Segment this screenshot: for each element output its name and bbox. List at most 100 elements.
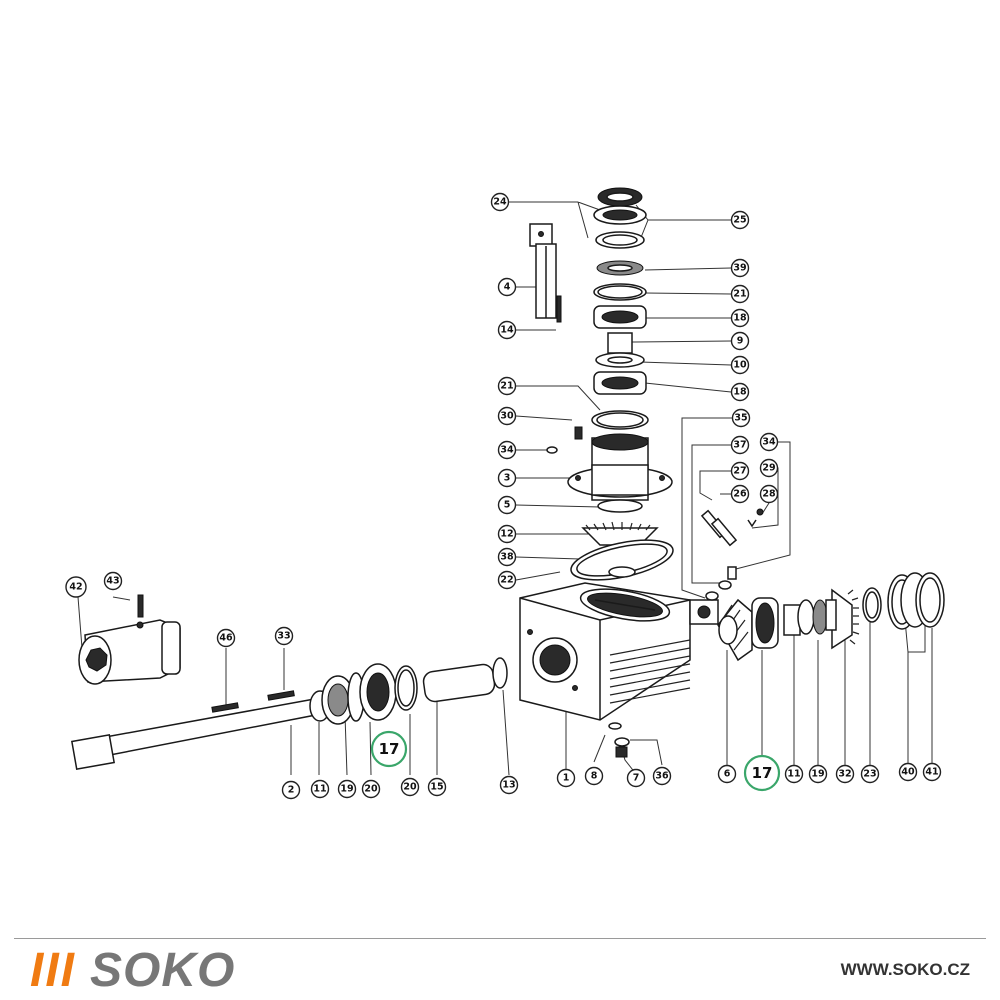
footer-divider: [14, 938, 986, 939]
svg-text:38: 38: [500, 552, 514, 563]
svg-text:23: 23: [863, 769, 876, 780]
callout-43: 43: [103, 571, 123, 591]
svg-text:22: 22: [500, 575, 513, 586]
callout-19-left: 19: [337, 779, 357, 799]
svg-text:29: 29: [762, 463, 775, 474]
svg-text:39: 39: [733, 263, 746, 274]
svg-text:19: 19: [811, 769, 824, 780]
callout-7: 7: [626, 768, 646, 788]
svg-text:24: 24: [493, 197, 507, 208]
callout-24: 24: [490, 192, 510, 212]
brand-name: SOKO: [90, 943, 236, 997]
svg-text:46: 46: [219, 633, 233, 644]
nut-38: [608, 566, 636, 578]
svg-text:34: 34: [500, 445, 514, 456]
svg-text:37: 37: [733, 440, 746, 451]
svg-text:20: 20: [403, 782, 417, 793]
callout-6: 6: [717, 764, 737, 784]
callout-1: 1: [556, 768, 576, 788]
svg-text:43: 43: [106, 576, 119, 587]
svg-text:15: 15: [430, 782, 443, 793]
callout-30: 30: [497, 406, 517, 426]
pin-4-assembly: [529, 223, 562, 323]
callout-36: 36: [652, 766, 672, 786]
callout-21-upper: 21: [730, 284, 750, 304]
callout-9: 9: [730, 331, 750, 351]
shim-5: [597, 499, 643, 513]
svg-text:13: 13: [502, 780, 515, 791]
callout-42: 42: [65, 576, 87, 598]
svg-text:11: 11: [787, 769, 800, 780]
spacer-9: [607, 332, 633, 354]
svg-text:10: 10: [733, 360, 747, 371]
svg-text:4: 4: [504, 282, 511, 293]
svg-text:21: 21: [733, 289, 746, 300]
svg-text:30: 30: [500, 411, 514, 422]
svg-text:33: 33: [277, 631, 290, 642]
svg-text:1: 1: [563, 773, 570, 784]
brand-bars-mark: III: [30, 943, 77, 997]
callout-35: 35: [731, 408, 751, 428]
callout-21-lower: 21: [497, 376, 517, 396]
svg-text:2: 2: [288, 785, 295, 796]
callout-18-lower: 18: [730, 382, 750, 402]
callout-12: 12: [497, 524, 517, 544]
callout-15: 15: [427, 777, 447, 797]
svg-text:7: 7: [633, 773, 640, 784]
callout-19-right: 19: [808, 764, 828, 784]
svg-text:17: 17: [752, 764, 773, 782]
callout-20-right: 20: [400, 777, 420, 797]
svg-text:40: 40: [901, 767, 915, 778]
svg-text:11: 11: [313, 784, 326, 795]
drain-plug-parts: [608, 722, 630, 758]
callout-27: 27: [730, 461, 750, 481]
shaft-2: [77, 697, 328, 761]
callout-40: 40: [898, 762, 918, 782]
callout-29: 29: [759, 458, 779, 478]
svg-text:6: 6: [724, 769, 731, 780]
svg-text:3: 3: [504, 473, 511, 484]
callout-23: 23: [860, 764, 880, 784]
callout-28: 28: [759, 484, 779, 504]
svg-text:18: 18: [733, 387, 747, 398]
callout-4: 4: [497, 277, 517, 297]
svg-text:19: 19: [340, 784, 353, 795]
callout-32: 32: [835, 764, 855, 784]
callout-13-left: 13: [499, 775, 519, 795]
sleeve-15: [422, 663, 496, 703]
callout-33: 33: [274, 626, 294, 646]
callout-11-right: 11: [784, 764, 804, 784]
svg-text:34: 34: [762, 437, 776, 448]
svg-text:20: 20: [364, 784, 378, 795]
callout-18-upper: 18: [730, 308, 750, 328]
svg-text:26: 26: [733, 489, 747, 500]
svg-text:12: 12: [500, 529, 513, 540]
callout-25: 25: [730, 210, 750, 230]
svg-text:5: 5: [504, 500, 511, 511]
website-url[interactable]: WWW.SOKO.CZ: [840, 960, 970, 979]
gearbox-housing-1: [519, 582, 719, 721]
callout-10: 10: [730, 355, 750, 375]
callout-20-left: 20: [361, 779, 381, 799]
vertical-shaft-assembly: [546, 187, 674, 581]
svg-text:28: 28: [762, 489, 776, 500]
callout-34-right: 34: [759, 432, 779, 452]
leader-lines: [77, 201, 933, 776]
svg-text:18: 18: [733, 313, 747, 324]
svg-text:36: 36: [655, 771, 669, 782]
callout-34-left: 34: [497, 440, 517, 460]
coupling-42: [78, 594, 181, 685]
callout-3: 3: [497, 468, 517, 488]
svg-text:25: 25: [733, 215, 746, 226]
callout-8: 8: [584, 766, 604, 786]
callout-17-left-highlighted: 17: [370, 730, 408, 768]
brand-logo: III SOKO: [30, 943, 236, 997]
callout-26: 26: [730, 484, 750, 504]
output-gear-set: [717, 572, 945, 662]
svg-text:9: 9: [737, 336, 744, 347]
callout-46: 46: [216, 628, 236, 648]
input-shaft-set: [70, 657, 508, 770]
callout-2: 2: [281, 780, 301, 800]
callout-41: 41: [922, 762, 942, 782]
